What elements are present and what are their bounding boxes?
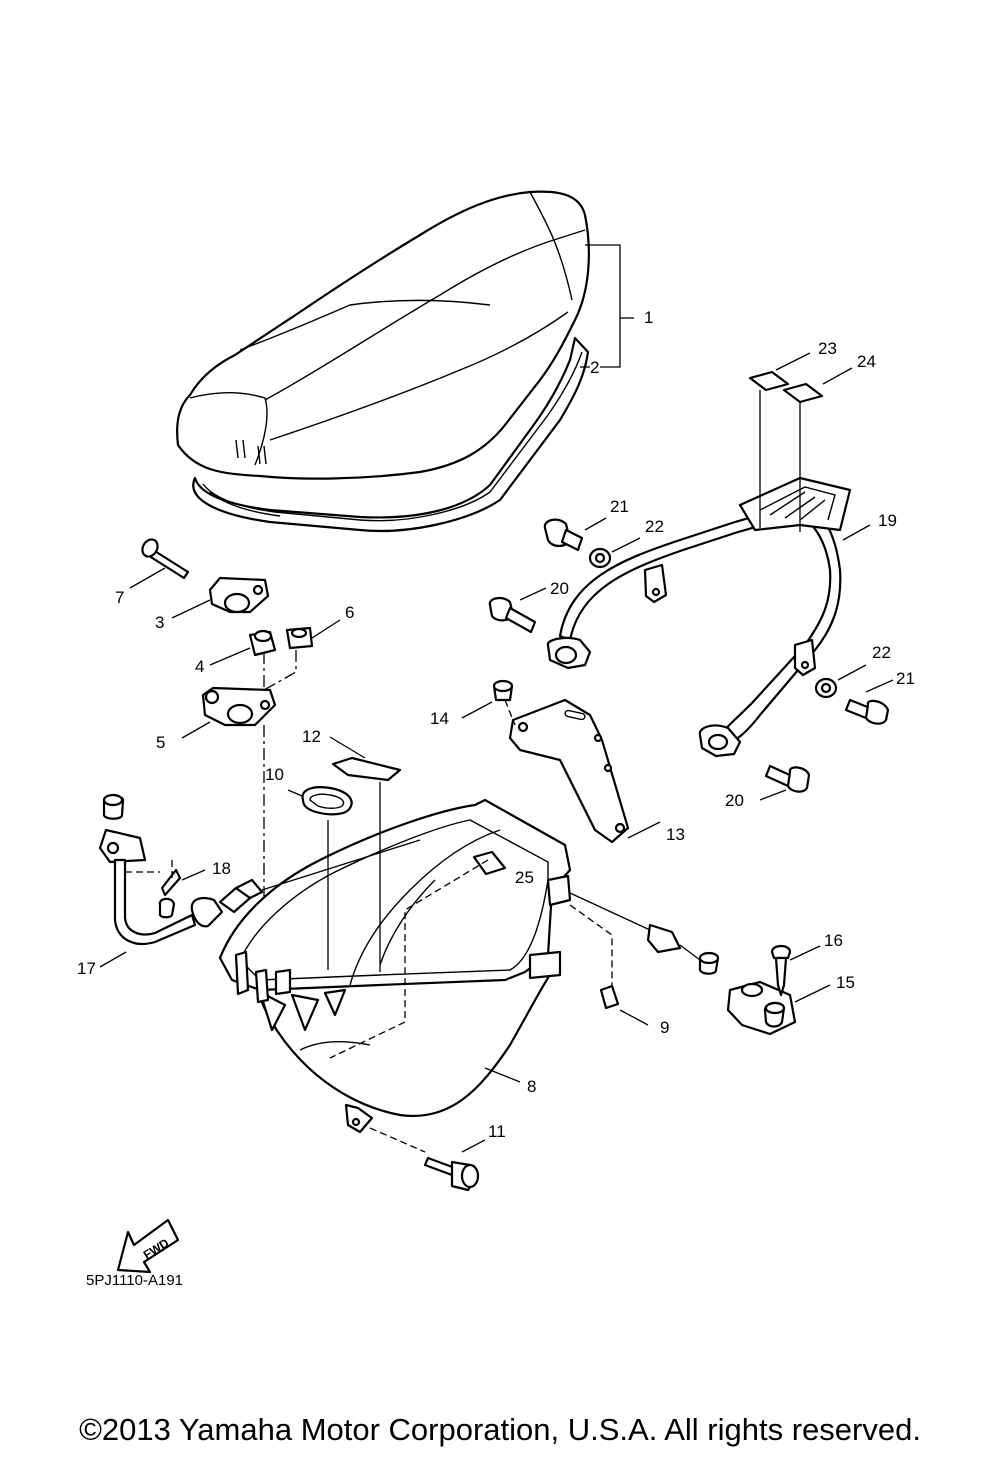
- seat-assembly: [176, 190, 590, 533]
- callout-2: 2: [590, 358, 599, 377]
- hinge-lower-5: [181, 650, 297, 965]
- callout-19: 19: [878, 511, 897, 530]
- bracket-13: [508, 698, 661, 844]
- washer-22-lower: [814, 664, 867, 699]
- seat-base-band: [192, 336, 590, 533]
- bolt-20-upper: [488, 587, 547, 634]
- callout-18: 18: [212, 859, 231, 878]
- callout-3: 3: [155, 613, 164, 632]
- pad-25: [329, 850, 507, 1059]
- callout-7: 7: [115, 588, 124, 607]
- callout-20-upper: 20: [550, 579, 569, 598]
- nut-4: [209, 629, 277, 666]
- callout-22-upper: 22: [645, 517, 664, 536]
- callout-13: 13: [666, 825, 685, 844]
- washer-22-upper: [588, 537, 641, 569]
- cable-17: [98, 793, 720, 975]
- bolt-21-upper: [543, 517, 607, 552]
- callout-20-lower: 20: [725, 791, 744, 810]
- grommet-10: [287, 786, 353, 970]
- callout-25: 25: [515, 868, 534, 887]
- callout-14: 14: [430, 709, 449, 728]
- callout-10: 10: [265, 765, 284, 784]
- pad-24: [782, 367, 853, 532]
- storage-box-8: [218, 798, 572, 1134]
- hinge-pin-7: [129, 538, 190, 589]
- callout-23: 23: [818, 339, 837, 358]
- bolt-20-lower: [759, 764, 811, 801]
- callout-8: 8: [527, 1077, 536, 1096]
- hinge-upper-3: [171, 576, 270, 619]
- screw-18: [125, 860, 206, 919]
- callout-11: 11: [488, 1122, 506, 1141]
- callout-1: 1: [644, 308, 653, 327]
- pad-12: [329, 736, 402, 972]
- bolt-21-lower: [844, 679, 894, 725]
- carrier-19: [546, 476, 871, 758]
- pad-23: [748, 352, 811, 528]
- exploded-parts-diagram: FWD 1 2 3 4 5 6 7 8 9 10 11 12 13 14 15 …: [77, 190, 915, 1289]
- bolt-11: [369, 1127, 486, 1192]
- copyright-notice: ©2013 Yamaha Motor Corporation, U.S.A. A…: [79, 1412, 921, 1447]
- nut-6: [285, 619, 341, 650]
- callout-15: 15: [836, 973, 855, 992]
- callout-22-lower: 22: [872, 643, 891, 662]
- bolt-14: [461, 679, 516, 726]
- seat-cushion: [176, 190, 590, 480]
- callout-9: 9: [660, 1018, 669, 1037]
- callout-16: 16: [824, 931, 843, 950]
- callout-6: 6: [345, 603, 354, 622]
- callout-bracket-1-2: [580, 244, 634, 368]
- callout-5: 5: [156, 733, 165, 752]
- callout-21-upper: 21: [610, 497, 629, 516]
- callout-17: 17: [77, 959, 96, 978]
- fwd-arrow: FWD: [116, 1218, 180, 1274]
- callout-12: 12: [302, 727, 321, 746]
- callout-21-lower: 21: [896, 669, 915, 688]
- callout-4: 4: [195, 657, 204, 676]
- screw-16: [770, 944, 821, 997]
- clip-9: [569, 904, 649, 1026]
- callout-labels: 1 2 3 4 5 6 7 8 9 10 11 12 13 14 15 16 1…: [77, 308, 915, 1289]
- callout-24: 24: [857, 352, 876, 371]
- drawing-code: 5PJ1110-A191: [86, 1272, 183, 1289]
- latch-15: [726, 980, 831, 1036]
